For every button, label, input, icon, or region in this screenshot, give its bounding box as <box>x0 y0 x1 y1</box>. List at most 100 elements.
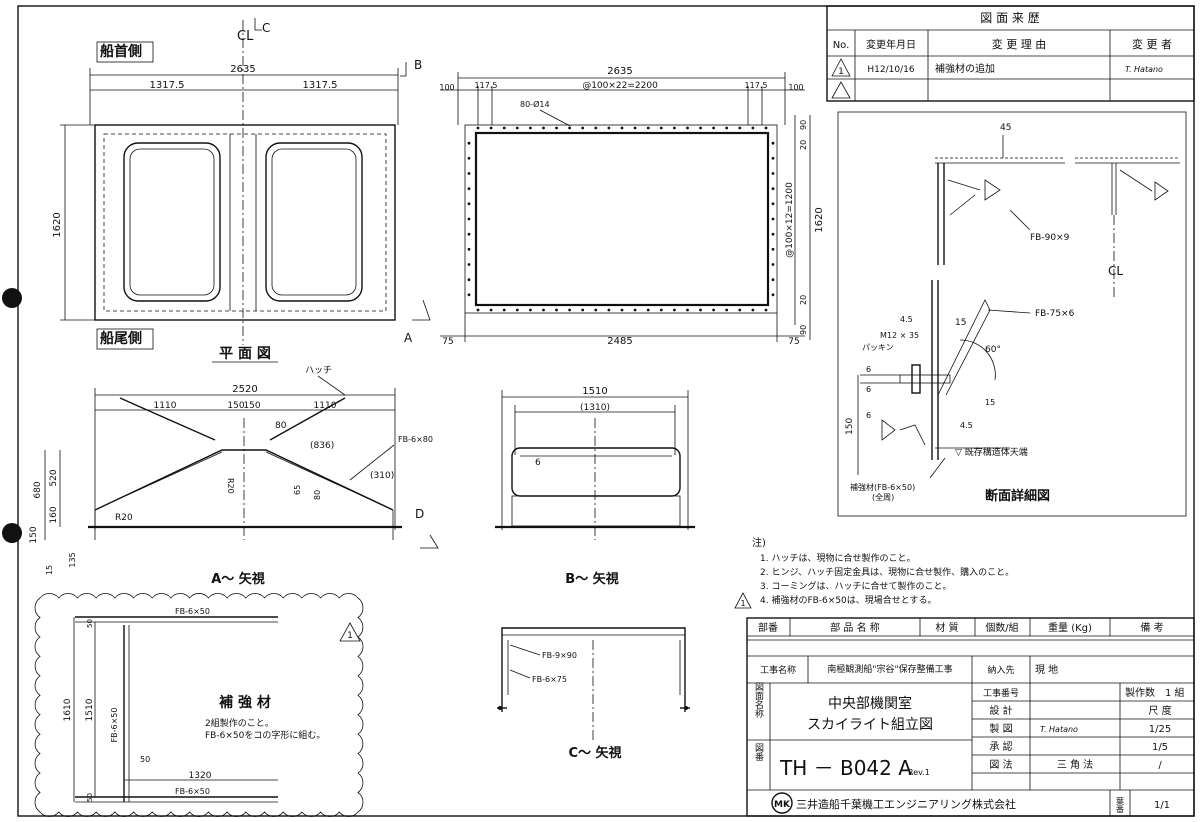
reinforce-dim-50-bottom: 50 <box>86 793 94 802</box>
bolt-hole <box>594 308 598 312</box>
revision-header-by: 変 更 者 <box>1132 37 1172 51</box>
tb-seizu-value: T. Hatano <box>1040 725 1078 734</box>
view-b-dim-1510: 1510 <box>582 386 607 397</box>
detail-dim-15a: 15 <box>955 318 966 328</box>
bolt-hole <box>467 247 471 251</box>
bolt-hole <box>712 308 715 312</box>
bolt-hole <box>489 308 493 312</box>
bolt-hole <box>594 126 598 130</box>
view-a-dim-150-b: 150 <box>243 401 260 411</box>
holes-dim-100-right: 100 <box>788 83 803 92</box>
plan-dim-total: 2635 <box>230 64 255 75</box>
note-3: 3. コーミングは、ハッチに合せて製作のこと。 <box>760 580 951 592</box>
bolt-hole <box>725 126 729 130</box>
plan-section-c: C <box>262 21 270 35</box>
bolt-hole <box>568 126 571 130</box>
plan-view: 船首側 船尾側 CL C B A 2635 1317.5 1317.5 1620 <box>52 18 431 363</box>
view-a-dim-135: 135 <box>68 552 77 567</box>
view-a-fb-6x80: FB-6×80 <box>398 435 433 444</box>
reinforce-dim-1610: 1610 <box>63 698 73 721</box>
detail-existing-top: ▽ 既存構造体天端 <box>955 446 1028 458</box>
view-a-dim-65: 65 <box>293 485 302 495</box>
bolt-hole <box>502 126 506 130</box>
view-a-dim-680: 680 <box>33 481 43 498</box>
detail-packing: パッキン <box>862 343 894 352</box>
tb-dest: 現 地 <box>1035 663 1058 676</box>
bolt-hole <box>581 308 585 312</box>
revision-title: 図 面 来 歴 <box>980 11 1039 25</box>
view-a-dim-80: 80 <box>275 421 287 431</box>
tb-scale-2: 1/5 <box>1152 742 1168 753</box>
bolt-hole <box>581 126 585 130</box>
plan-section-a: A <box>404 331 413 345</box>
reinforce-title: 補 強 材 <box>218 694 271 711</box>
bolt-hole <box>725 308 729 312</box>
reinforce-dim-1510: 1510 <box>85 698 95 721</box>
bolt-hole <box>771 232 775 236</box>
revision-cloud <box>34 593 364 817</box>
tb-job-label: 工事名称 <box>760 664 796 676</box>
bolt-hole <box>607 308 611 312</box>
holes-dim-1175-right: 117.5 <box>745 81 768 90</box>
revision-header-date: 変更年月日 <box>866 38 916 51</box>
holes-dim-75-left: 75 <box>442 337 453 347</box>
view-c-fb-9x90: FB-9×90 <box>542 651 577 660</box>
bolt-hole <box>751 126 755 130</box>
reinforce-note-2: FB-6×50をコの字形に組む。 <box>205 729 325 741</box>
detail-reinforce-1: 補強材(FB-6×50) <box>850 482 915 492</box>
bolt-hole <box>620 308 624 312</box>
holes-dim-100-left: 100 <box>439 83 454 92</box>
bolt-hole <box>659 308 663 312</box>
tb-page-label: 葉番 <box>1116 796 1125 814</box>
revision-header-reason: 変 更 理 由 <box>992 37 1047 51</box>
tb-job-name: 南極観測船"宗谷"保存整備工事 <box>827 663 952 675</box>
plan-section-b: B <box>414 58 422 72</box>
revision-triangle-2 <box>831 81 851 99</box>
bolt-hole <box>764 308 768 312</box>
revision-row-date: H12/10/16 <box>867 65 914 75</box>
bolt-hole <box>515 308 519 312</box>
bolt-hole <box>467 202 471 206</box>
bolt-hole <box>467 293 471 297</box>
bolt-hole <box>646 308 650 312</box>
view-a-dim-1110-left: 1110 <box>154 401 177 411</box>
notes-title: 注) <box>752 536 766 549</box>
detail-dim-6c: 6 <box>866 411 871 420</box>
bolt-hole <box>467 172 471 175</box>
bolt-hole <box>686 308 689 312</box>
bolt-hole <box>476 126 480 130</box>
reinforcement-view: FB-6×50 FB-6×50 FB-6×50 1610 1510 50 50 … <box>34 593 364 817</box>
bolt-hole <box>489 126 493 130</box>
bolt-hole <box>771 293 775 297</box>
bolt-hole <box>771 278 775 282</box>
view-a-dim-150: 150 <box>29 526 39 543</box>
bolt-hole <box>502 308 506 312</box>
bolt-hole <box>607 126 611 130</box>
view-a: 2520 1110 150 150 1110 ハッチ 80 (836) FB-6… <box>29 365 439 587</box>
bolt-hole <box>673 308 676 312</box>
bolt-hole <box>738 308 742 312</box>
bolt-hole <box>699 126 702 130</box>
view-a-r20-bottom: R20 <box>115 513 133 523</box>
note-4: 4. 補強材のFB-6×50は、現場合せとする。 <box>760 594 937 606</box>
view-a-dim-2520: 2520 <box>232 384 257 395</box>
holes-dim-75-right: 75 <box>788 337 799 347</box>
detail-caption: 断面詳細図 <box>985 488 1050 504</box>
bolt-hole <box>467 232 471 236</box>
reinforce-fb-bottom: FB-6×50 <box>175 787 210 796</box>
bolt-hole <box>738 126 742 130</box>
revision-row-no: 1 <box>838 67 844 77</box>
bolt-hole <box>467 156 471 160</box>
bolt-hole <box>542 308 545 312</box>
notes: 注) 1. ハッチは、現物に合せ製作のこと。 2. ヒンジ、ハッチ固定金具は、現… <box>734 536 1014 609</box>
bolt-hole <box>633 308 637 312</box>
plan-dim-right-half: 1317.5 <box>303 80 338 91</box>
view-a-dim-836: (836) <box>310 441 334 451</box>
detail-dim-6b: 6 <box>866 385 871 394</box>
binding-hole-top <box>2 288 22 308</box>
detail-dim-45c: 4.5 <box>960 421 973 430</box>
tb-title-line1: 中央部機関室 <box>828 695 912 712</box>
tb-scale-3: / <box>1158 760 1162 771</box>
tb-shonin: 承 認 <box>989 740 1012 753</box>
bolt-hole <box>764 126 768 130</box>
